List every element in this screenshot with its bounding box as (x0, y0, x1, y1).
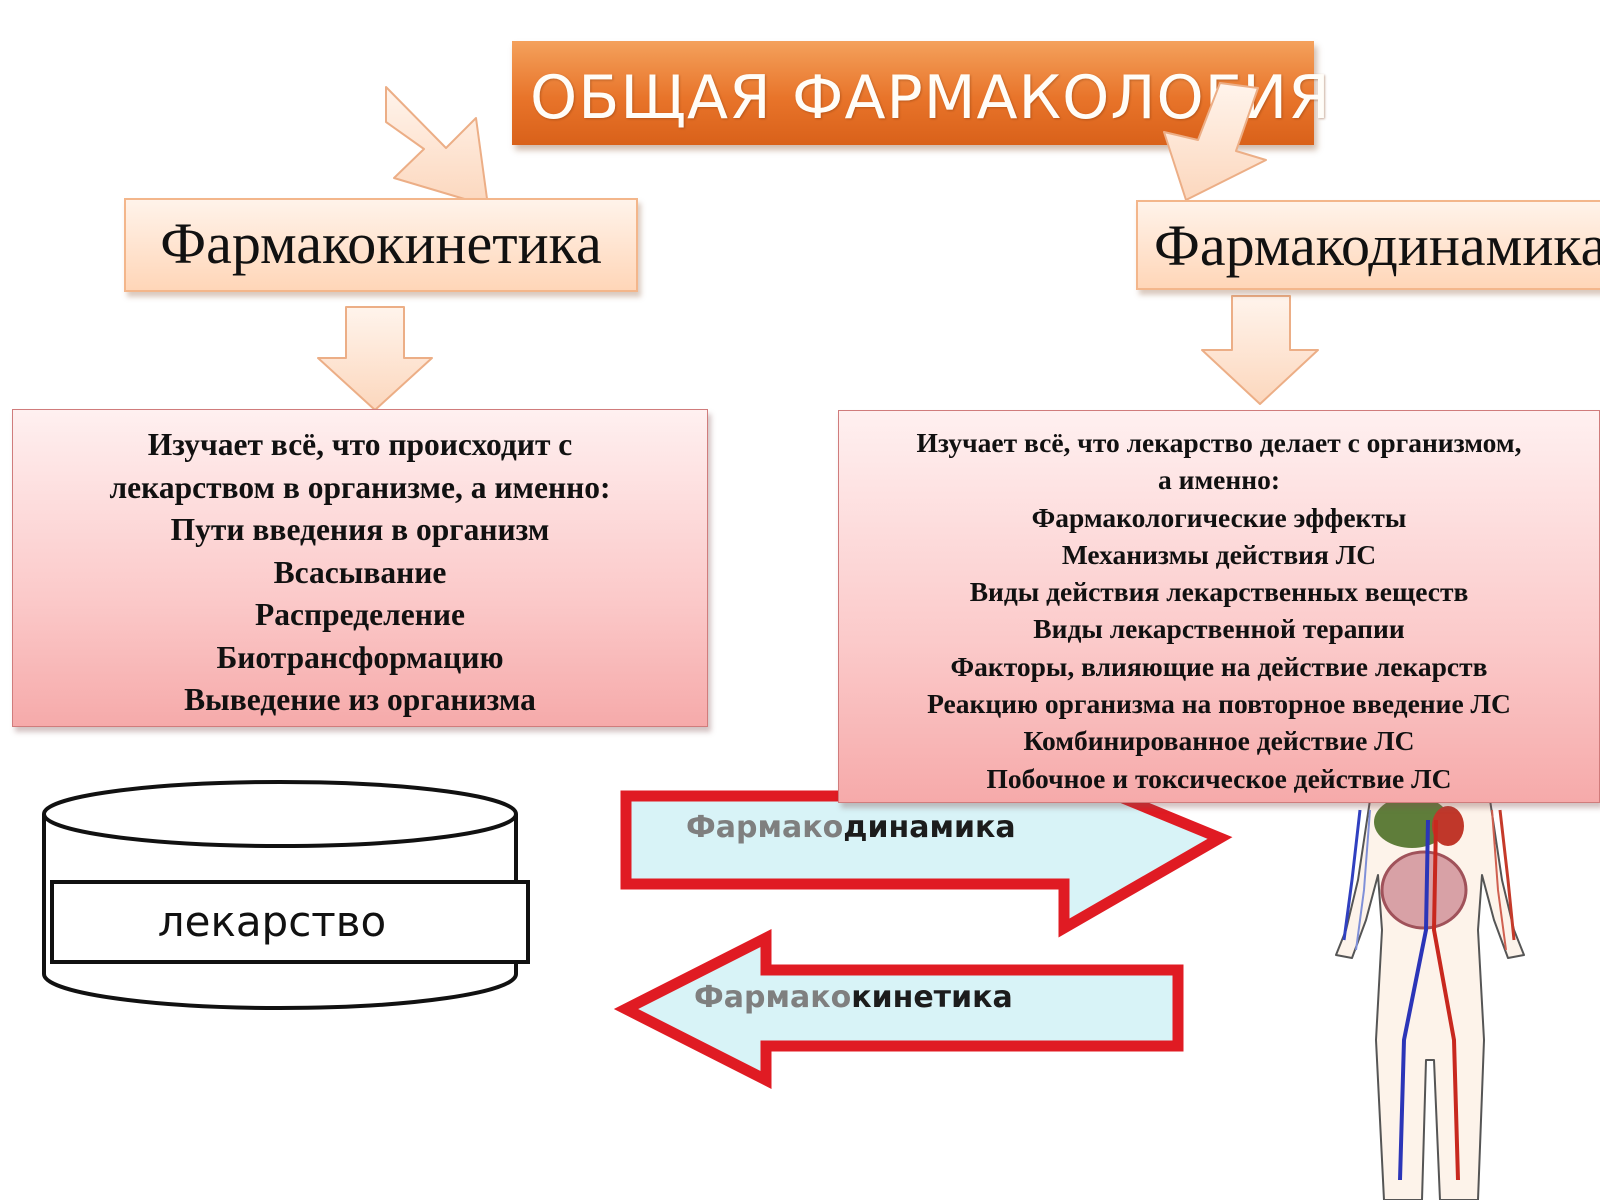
kinetics-line: Выведение из организма (184, 682, 536, 717)
branch-kinetics-label: Фармакокинетика (160, 211, 602, 276)
kinetics-description: Изучает всё, что происходит с лекарством… (12, 409, 708, 727)
arrow-kinetics-left (613, 929, 1184, 1089)
kinetics-line: Всасывание (273, 554, 447, 590)
dynamics-line: Изучает всё, что лекарство делает с орга… (916, 427, 1522, 458)
dynamics-line: Факторы, влияющие на действие лекарств (950, 650, 1488, 682)
kinetics-line: лекарством в организме, а именно: (109, 469, 611, 505)
arrow-kinetics-prefix: Фармако (694, 980, 852, 1015)
arrow-dynamics-right (620, 773, 1233, 938)
kinetics-line: Изучает всё, что происходит с (147, 427, 573, 462)
down-arrow-dynamics (1201, 295, 1319, 405)
arrow-kinetics-suffix: кинетика (851, 980, 1013, 1015)
dynamics-line: Механизмы действия ЛС (1061, 538, 1377, 570)
branch-dynamics-box: Фармакодинамика (1136, 200, 1600, 290)
dynamics-line: Виды действия лекарственных веществ (969, 576, 1469, 608)
kidney-shape (1432, 806, 1464, 846)
down-arrow-kinetics (317, 306, 433, 411)
liver-shape (1374, 796, 1450, 848)
dynamics-line: а именно: (1157, 464, 1280, 496)
page-title: ОБЩАЯ ФАРМАКОЛОГИЯ (530, 63, 1331, 133)
dynamics-line: Побочное и токсическое действие ЛС (986, 762, 1452, 794)
kinetics-line: Пути введения в организм (170, 512, 550, 547)
dynamics-line: Комбинированное действие ЛС (1023, 725, 1415, 757)
drug-cylinder-icon (42, 780, 530, 1010)
branch-kinetics-box: Фармакокинетика (124, 198, 638, 292)
dynamics-line: Фармакологические эффекты (1031, 501, 1407, 533)
branch-dynamics-label: Фармакодинамика (1154, 213, 1600, 278)
arrow-dynamics-prefix: Фармако (686, 810, 844, 845)
kinetics-line: Распределение (254, 597, 466, 632)
human-body-anatomy-icon (1335, 796, 1525, 1200)
arrow-dynamics-suffix: динамика (843, 810, 1016, 845)
arrow-dynamics-label: Фармакодинамика (686, 810, 1016, 845)
title-banner (512, 41, 1314, 145)
dynamics-description: Изучает всё, что лекарство делает с орга… (838, 410, 1600, 803)
arrow-kinetics-label: Фармакокинетика (694, 980, 1013, 1015)
kinetics-line: Биотрансформацию (216, 639, 504, 675)
dynamics-line: Виды лекарственной терапии (1033, 613, 1405, 645)
arrow-to-dynamics (1163, 82, 1267, 201)
drug-label: лекарство (157, 897, 387, 946)
intestine-shape (1380, 850, 1468, 930)
arrow-to-kinetics (385, 86, 489, 207)
dynamics-line: Реакцию организма на повторное введение … (927, 688, 1511, 720)
